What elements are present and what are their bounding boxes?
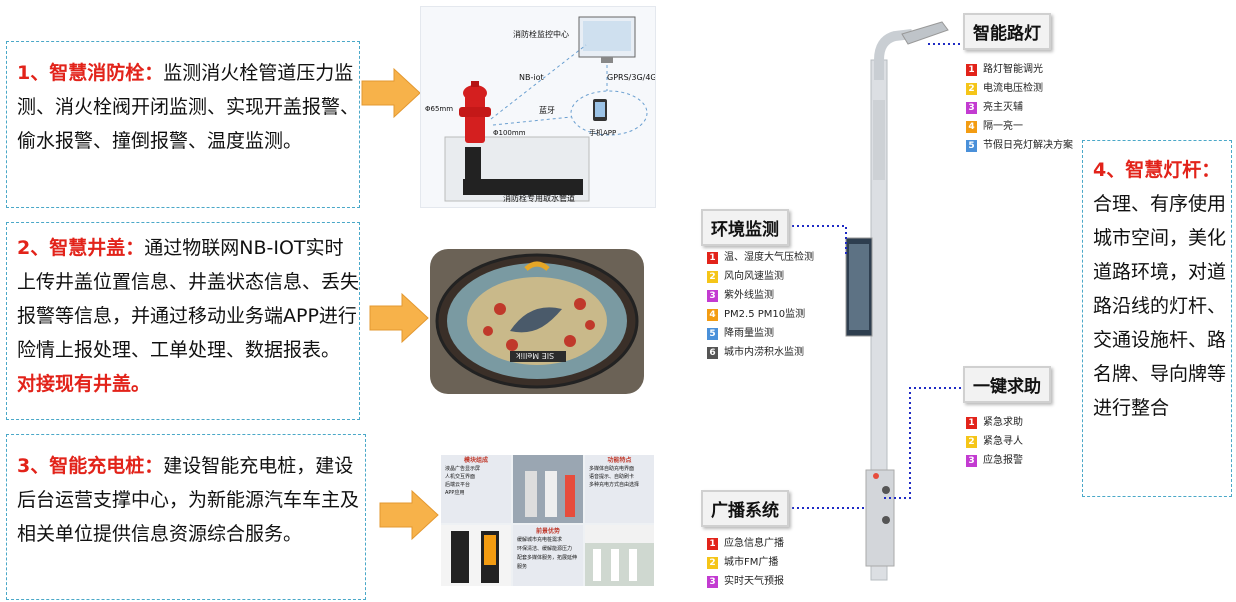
panel-hydrant-body: 监测消火栓管道压力监测、消火栓阀开闭监测、实现开盖报警、偷水报警、撞倒报警、温度…	[17, 62, 360, 152]
charger-photo-2	[441, 525, 511, 586]
feature-item: 语音提示、自助刷卡	[589, 474, 635, 480]
hydrant-diagram: 消防栓监控中心 NB-iot GPRS/3G/4G 蓝牙 手机APP Φ65mm…	[420, 6, 656, 208]
arrow-icon	[379, 489, 439, 541]
panel-hydrant-title: 1、智慧消防栓：	[17, 62, 164, 84]
smart-pole-graphic	[782, 21, 967, 581]
panel-manhole-text: 2、智慧井盖：通过物联网NB-IOT实时上传井盖位置信息、井盖状态信息、丢失报警…	[17, 231, 359, 401]
panel-charging-body: 建设智能充电桩，建设后台运营支撑中心，为新能源汽车车主及相关单位提供信息资源综合…	[17, 455, 360, 545]
manhole-cover-image: SIE Mellik	[430, 249, 644, 394]
pipe-label: 消防栓专用取水管道	[503, 194, 575, 203]
panel-charging-text: 3、智能充电桩：建设智能充电桩，建设后台运营支撑中心，为新能源汽车车主及相关单位…	[17, 449, 365, 551]
feature-item: 多媒体自助充电界面	[589, 466, 635, 472]
module-item: 后端云平台	[445, 482, 471, 488]
d100-label: Φ100mm	[493, 129, 526, 137]
panel-manhole-title: 2、智慧井盖：	[17, 237, 145, 259]
feature-block: 功能特点 多媒体自助充电界面 语音提示、自助刷卡 多种充电方式自由选择	[585, 455, 654, 523]
panel-smart-pole: 4、智慧灯杆： 合理、有序使用城市空间，美化道路环境，对道路沿线的灯杆、交通设施杆…	[1082, 140, 1232, 497]
arrow-icon	[361, 67, 421, 119]
help-tag: 一键求助	[963, 366, 1051, 403]
panel-charging-title: 3、智能充电桩：	[17, 455, 164, 477]
panel-manhole-highlight: 对接现有井盖。	[17, 373, 151, 395]
advantage-item: 配套多媒体服务，拓展延伸服务	[517, 555, 578, 570]
bluetooth-label: 蓝牙	[539, 106, 555, 115]
broadcast-tag: 广播系统	[701, 490, 789, 527]
advantage-item: 环保清洁、缓解能源压力	[517, 546, 573, 552]
charging-station-image: 模块组成 液晶广告显示屏 人机交互界面 后端云平台 APP应用 功能特点 多媒体…	[441, 455, 654, 586]
advantage-item: 缓解城市充电桩需求	[517, 537, 563, 543]
gprs-label: GPRS/3G/4G	[607, 73, 656, 82]
phone-app-label: 手机APP	[589, 129, 617, 137]
manhole-brand-text: SIE Mellik	[516, 351, 555, 360]
panel-smart-charging: 3、智能充电桩：建设智能充电桩，建设后台运营支撑中心，为新能源汽车车主及相关单位…	[6, 434, 366, 600]
panel-pole-text: 4、智慧灯杆： 合理、有序使用城市空间，美化道路环境，对道路沿线的灯杆、交通设施杆…	[1093, 153, 1231, 425]
nb-iot-label: NB-iot	[519, 73, 544, 82]
env-tag: 环境监测	[701, 209, 789, 246]
feature-item: 多种充电方式自由选择	[589, 482, 640, 488]
module-item: APP应用	[445, 490, 465, 496]
d65-label: Φ65mm	[425, 105, 454, 113]
panel-pole-body: 合理、有序使用城市空间，美化道路环境，对道路沿线的灯杆、交通设施杆、路名牌、导向…	[1093, 193, 1227, 419]
panel-smart-hydrant: 1、智慧消防栓：监测消火栓管道压力监测、消火栓阀开闭监测、实现开盖报警、偷水报警…	[6, 41, 360, 208]
advantage-block: 前景优势 缓解城市充电桩需求 环保清洁、缓解能源压力 配套多媒体服务，拓展延伸服…	[513, 525, 583, 586]
panel-manhole-body: 通过物联网NB-IOT实时上传井盖位置信息、井盖状态信息、丢失报警等信息，并通过…	[17, 237, 360, 361]
arrow-icon	[369, 292, 429, 344]
charger-photo-1	[513, 455, 583, 523]
module-block: 模块组成 液晶广告显示屏 人机交互界面 后端云平台 APP应用	[441, 455, 511, 523]
monitor-center-label: 消防栓监控中心	[513, 30, 569, 39]
panel-pole-title: 4、智慧灯杆：	[1093, 159, 1221, 181]
light-tag: 智能路灯	[963, 13, 1051, 50]
panel-hydrant-text: 1、智慧消防栓：监测消火栓管道压力监测、消火栓阀开闭监测、实现开盖报警、偷水报警…	[17, 56, 359, 158]
module-item: 液晶广告显示屏	[445, 466, 481, 472]
module-item: 人机交互界面	[445, 474, 476, 480]
advantage-title: 前景优势	[535, 528, 560, 535]
charger-photo-3	[585, 525, 654, 586]
module-title: 模块组成	[463, 457, 488, 464]
panel-smart-manhole: 2、智慧井盖：通过物联网NB-IOT实时上传井盖位置信息、井盖状态信息、丢失报警…	[6, 222, 360, 420]
feature-title: 功能特点	[607, 457, 632, 464]
